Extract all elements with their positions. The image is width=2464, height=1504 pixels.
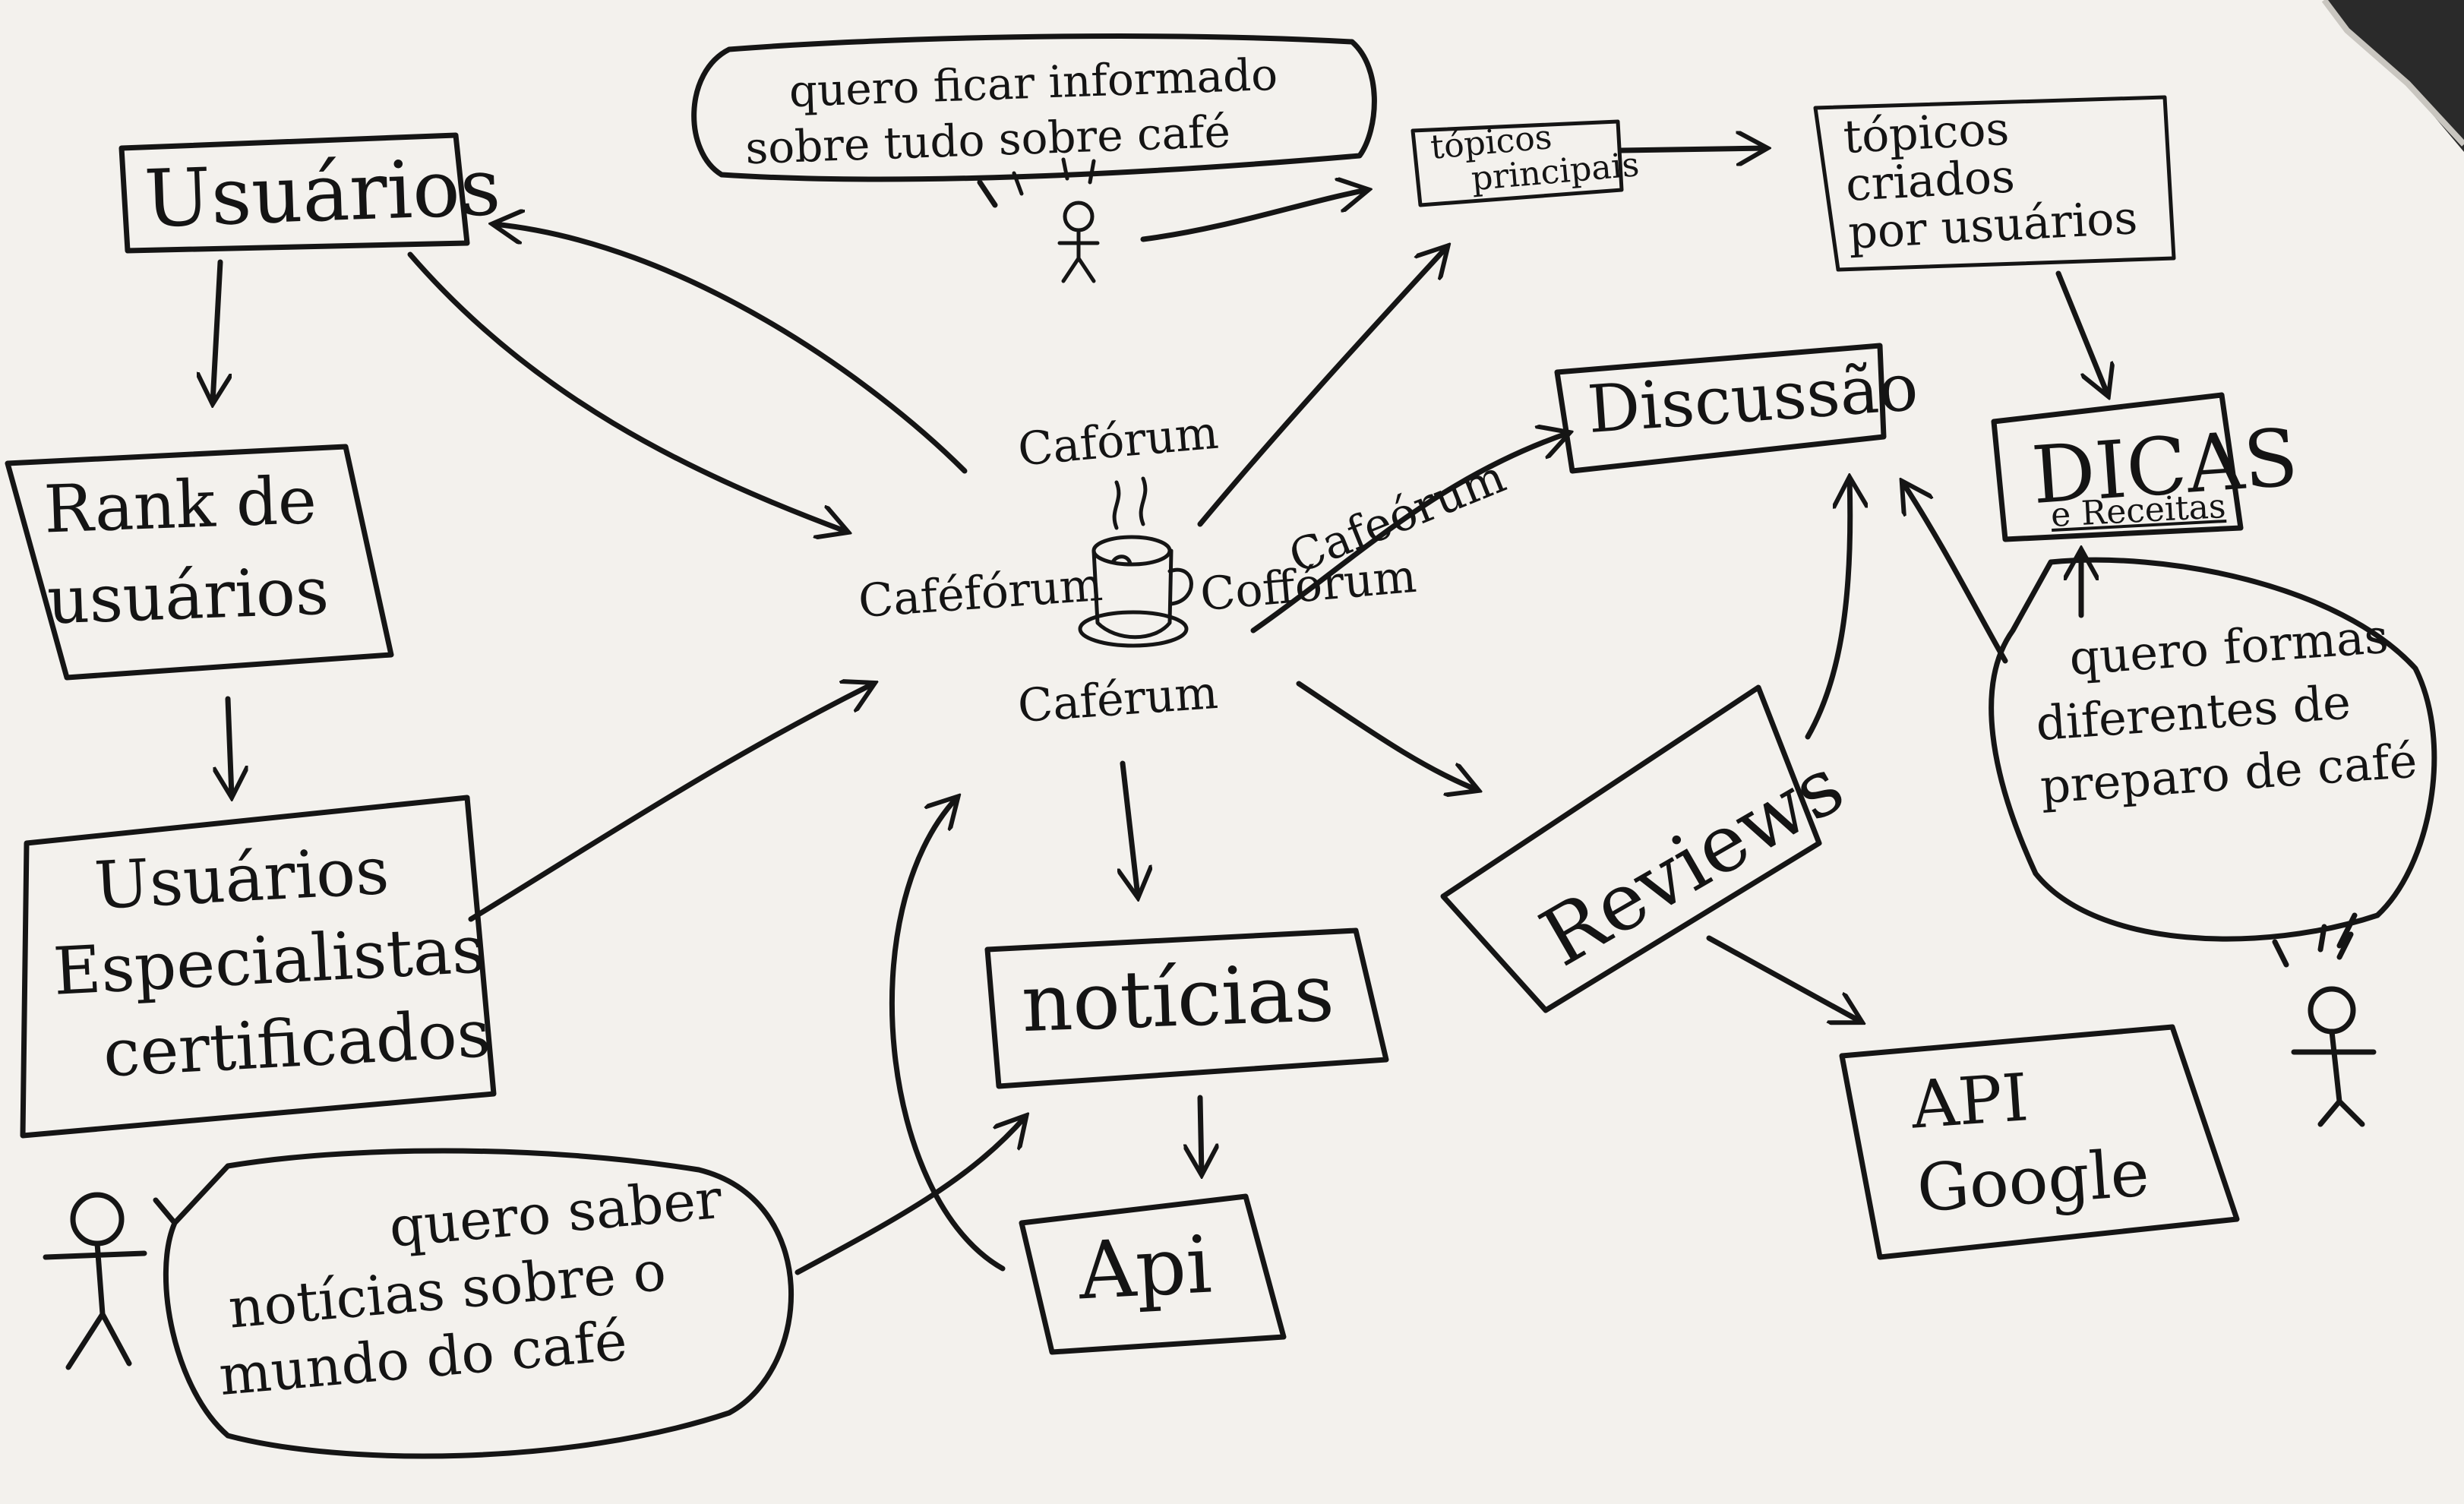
arrow-especialistas-to-center bbox=[468, 684, 873, 922]
arrow-center-to-discussao bbox=[1250, 433, 1568, 634]
box-topicos-criados-outline bbox=[1813, 95, 2176, 272]
api-google-line-2: Google bbox=[1914, 1135, 2152, 1228]
box-api-google-outline bbox=[1839, 1024, 2240, 1260]
box-dicas-sub-label: e Receitas bbox=[2049, 487, 2227, 535]
arrow-usuarios-to-rank bbox=[213, 259, 220, 403]
box-usuarios-outline bbox=[118, 132, 470, 254]
box-especialistas-outline bbox=[20, 795, 497, 1139]
arrow-reviews-to-discussao bbox=[1805, 479, 1850, 740]
arrow-center-to-usuarios bbox=[494, 224, 968, 474]
arrow-rank-to-especialistas bbox=[228, 696, 232, 796]
speech-bubble-right-outline bbox=[1989, 557, 2437, 949]
especialistas-line-1: Usuários bbox=[92, 833, 391, 924]
arrow-center-to-noticias bbox=[1123, 760, 1138, 896]
box-noticias-outline bbox=[984, 927, 1389, 1089]
arrow-reviews-to-api-google bbox=[1706, 935, 1861, 1022]
box-usuarios-label: Usuários bbox=[142, 140, 502, 246]
box-dicas-outline bbox=[1991, 392, 2244, 542]
stick-figure-bottom-left bbox=[43, 1192, 147, 1370]
box-api-label: Api bbox=[1076, 1218, 1214, 1318]
box-api-google-label: API Google bbox=[1909, 1056, 2152, 1228]
arrow-bubble-to-noticias bbox=[794, 1117, 1025, 1275]
arrow-api-to-center bbox=[889, 798, 1006, 1272]
arrow-usuarios-to-center bbox=[407, 251, 847, 532]
box-topicos-criados-label: tópicos criados por usuários bbox=[1842, 99, 2139, 260]
box-rank-outline bbox=[5, 444, 394, 681]
stick-figure-top bbox=[1012, 157, 1100, 283]
box-topicos-principais-outline bbox=[1410, 119, 1624, 207]
box-noticias-label: notícias bbox=[1019, 946, 1336, 1051]
speech-top-text: quero ficar informado sobre tudo sobre c… bbox=[743, 49, 1281, 174]
box-reviews-outline bbox=[1440, 684, 1822, 1013]
arrow-topicos-to-criados bbox=[1619, 148, 1766, 150]
stick-figure-right bbox=[2272, 924, 2377, 1127]
box-api-outline bbox=[1019, 1193, 1287, 1355]
arrow-criados-to-dicas bbox=[2055, 270, 2108, 395]
coffee-cup-drawing bbox=[1078, 476, 1193, 648]
api-google-line-1: API bbox=[1909, 1060, 2031, 1144]
arrow-center-to-topicos bbox=[1197, 247, 1447, 527]
rank-line-2: usuários bbox=[46, 553, 330, 640]
rank-line-1: Rank de bbox=[43, 463, 318, 548]
arrow-figure-to-topicos bbox=[1140, 190, 1367, 242]
speech-bubble-top-outline bbox=[691, 33, 1377, 208]
paper-edge-shadow bbox=[2321, 0, 2464, 147]
arrow-bubble-to-dicas bbox=[1903, 482, 2008, 664]
box-especialistas-label: Usuários Especialistas certificados bbox=[47, 832, 492, 1092]
especialistas-line-2: Especialistas bbox=[51, 912, 488, 1011]
speech-bubble-bottom-left-outline bbox=[153, 1148, 794, 1459]
box-rank-label: Rank de usuários bbox=[43, 463, 330, 640]
arrow-noticias-to-api bbox=[1200, 1095, 1202, 1174]
arrow-center-to-reviews bbox=[1296, 681, 1477, 790]
speech-right-text: quero formas diferentes de preparo de ca… bbox=[2030, 608, 2418, 814]
